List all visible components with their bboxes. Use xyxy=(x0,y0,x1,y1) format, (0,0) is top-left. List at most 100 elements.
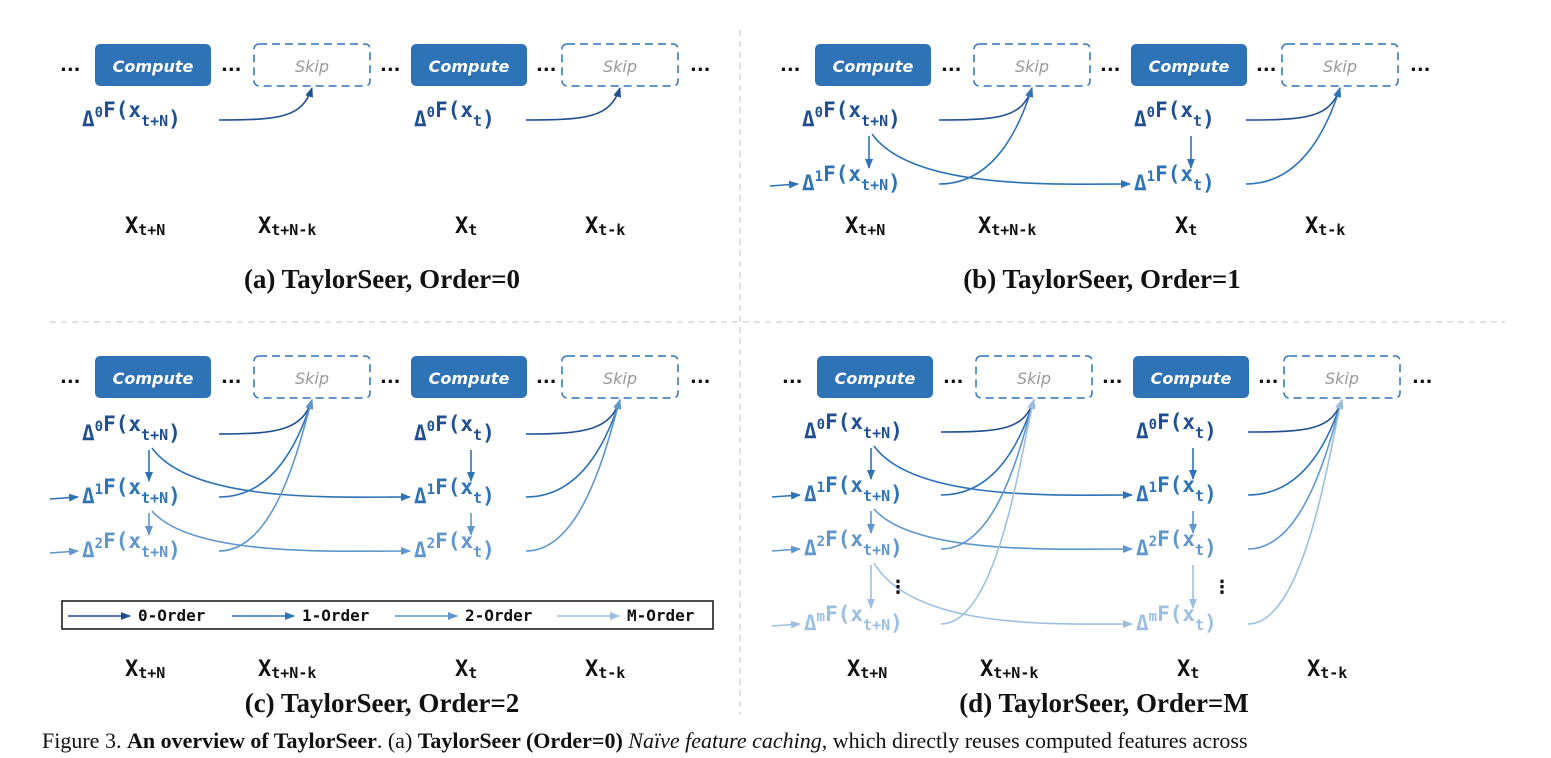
arrow-incoming xyxy=(771,620,801,629)
compute-box-1 xyxy=(95,44,211,86)
dots-1: ... xyxy=(60,55,81,76)
compute-box-1-label: Compute xyxy=(113,369,194,388)
figure-caption: Figure 3. An overview of TaylorSeer. (a)… xyxy=(42,728,1248,754)
arrow-to-skip-2 xyxy=(1247,399,1343,433)
term-order2-tN: Δ2F(xt+N) xyxy=(82,529,181,562)
term-order0-t: Δ0F(xt) xyxy=(1136,410,1217,443)
legend-label-2: 2-Order xyxy=(465,606,532,625)
compute-box-2-label: Compute xyxy=(429,57,510,76)
dots-3: ... xyxy=(1102,367,1123,388)
compute-box-2 xyxy=(411,356,527,398)
arrow-to-skip-2 xyxy=(525,399,621,435)
compute-box-1-label: Compute xyxy=(835,369,916,388)
term-orderm-t: ΔmF(xt) xyxy=(1136,602,1217,635)
arrow-cross xyxy=(873,562,1133,629)
timestep-label: Xt+N-k xyxy=(980,657,1038,682)
dots-2: ... xyxy=(943,367,964,388)
dots-4: ... xyxy=(536,367,557,388)
timestep-label: Xt-k xyxy=(1307,657,1347,682)
skip-box-1-label: Skip xyxy=(1017,369,1051,388)
arrow-cross xyxy=(873,445,1133,500)
term-order1-tN: Δ1F(xt+N) xyxy=(82,475,181,508)
caption-italic: Naïve feature caching xyxy=(628,728,822,753)
arrow-cross xyxy=(151,447,411,502)
dots-4: ... xyxy=(1256,55,1277,76)
arrow-cross xyxy=(871,133,1131,189)
arrow-to-skip-2 xyxy=(1247,399,1343,625)
arrow-to-skip-1 xyxy=(940,399,1035,550)
skip-box-2-label: Skip xyxy=(603,57,637,76)
arrow-to-skip-1 xyxy=(938,87,1033,121)
compute-box-2 xyxy=(1133,356,1249,398)
dots-3: ... xyxy=(1100,55,1121,76)
vdots-right: ⋮ xyxy=(1213,577,1231,598)
compute-box-1 xyxy=(95,356,211,398)
arrow-to-skip-2 xyxy=(525,87,621,121)
compute-box-2 xyxy=(411,44,527,86)
arrow-to-skip-1 xyxy=(938,87,1033,185)
vdots-left: ⋮ xyxy=(889,577,907,598)
panel-title: (b) TaylorSeer, Order=1 xyxy=(963,264,1241,294)
skip-box-2 xyxy=(561,355,679,399)
timestep-label: Xt xyxy=(1175,214,1197,239)
term-order2-t: Δ2F(xt) xyxy=(414,529,495,562)
legend-box xyxy=(61,600,714,630)
term-order0-tN: Δ0F(xt+N) xyxy=(82,98,181,131)
panel-title: (a) TaylorSeer, Order=0 xyxy=(244,264,520,294)
term-order0-tN: Δ0F(xt+N) xyxy=(802,98,901,131)
timestep-label: Xt xyxy=(1177,657,1199,682)
dots-2: ... xyxy=(221,367,242,388)
timestep-label: Xt-k xyxy=(585,657,625,682)
arrow-cross xyxy=(873,508,1133,554)
term-order0-t: Δ0F(xt) xyxy=(414,412,495,445)
compute-box-2-label: Compute xyxy=(1149,57,1230,76)
dots-4: ... xyxy=(1258,367,1279,388)
timestep-label: Xt+N-k xyxy=(978,214,1036,239)
arrow-incoming xyxy=(771,491,801,500)
compute-box-2-label: Compute xyxy=(429,369,510,388)
compute-box-1-label: Compute xyxy=(833,57,914,76)
dots-1: ... xyxy=(782,367,803,388)
dots-2: ... xyxy=(941,55,962,76)
skip-box-1-label: Skip xyxy=(1015,57,1049,76)
compute-box-2 xyxy=(1131,44,1247,86)
legend-label-0: 0-Order xyxy=(138,606,205,625)
dots-3: ... xyxy=(380,55,401,76)
skip-box-1 xyxy=(975,355,1093,399)
arrow-cross xyxy=(151,510,411,556)
arrow-to-skip-1 xyxy=(940,399,1035,625)
arrow-to-skip-1 xyxy=(218,399,313,435)
skip-box-2-label: Skip xyxy=(1323,57,1357,76)
caption-sep: . (a) xyxy=(376,728,418,753)
timestep-label: Xt+N xyxy=(847,657,887,682)
skip-box-1-label: Skip xyxy=(295,369,329,388)
term-order2-tN: Δ2F(xt+N) xyxy=(804,527,903,560)
compute-box-1 xyxy=(817,356,933,398)
timestep-label: Xt xyxy=(455,657,477,682)
arrow-to-skip-2 xyxy=(525,399,621,552)
caption-bold-title: An overview of TaylorSeer xyxy=(126,728,377,753)
dots-1: ... xyxy=(60,367,81,388)
caption-prefix: Figure 3. xyxy=(42,728,127,753)
dots-5: ... xyxy=(690,55,711,76)
dots-4: ... xyxy=(536,55,557,76)
compute-box-1-label: Compute xyxy=(113,57,194,76)
panel-title: (d) TaylorSeer, Order=M xyxy=(959,688,1249,718)
dots-5: ... xyxy=(1412,367,1433,388)
caption-rest: , which directly reuses computed feature… xyxy=(821,728,1248,753)
term-order2-t: Δ2F(xt) xyxy=(1136,527,1217,560)
arrow-to-skip-1 xyxy=(218,87,313,121)
dots-5: ... xyxy=(1410,55,1431,76)
arrow-to-skip-2 xyxy=(1245,87,1341,185)
timestep-label: Xt+N xyxy=(125,657,165,682)
skip-box-1 xyxy=(253,355,371,399)
arrow-incoming xyxy=(771,545,801,554)
arrow-to-skip-1 xyxy=(218,399,313,552)
arrow-to-skip-2 xyxy=(1247,399,1343,550)
